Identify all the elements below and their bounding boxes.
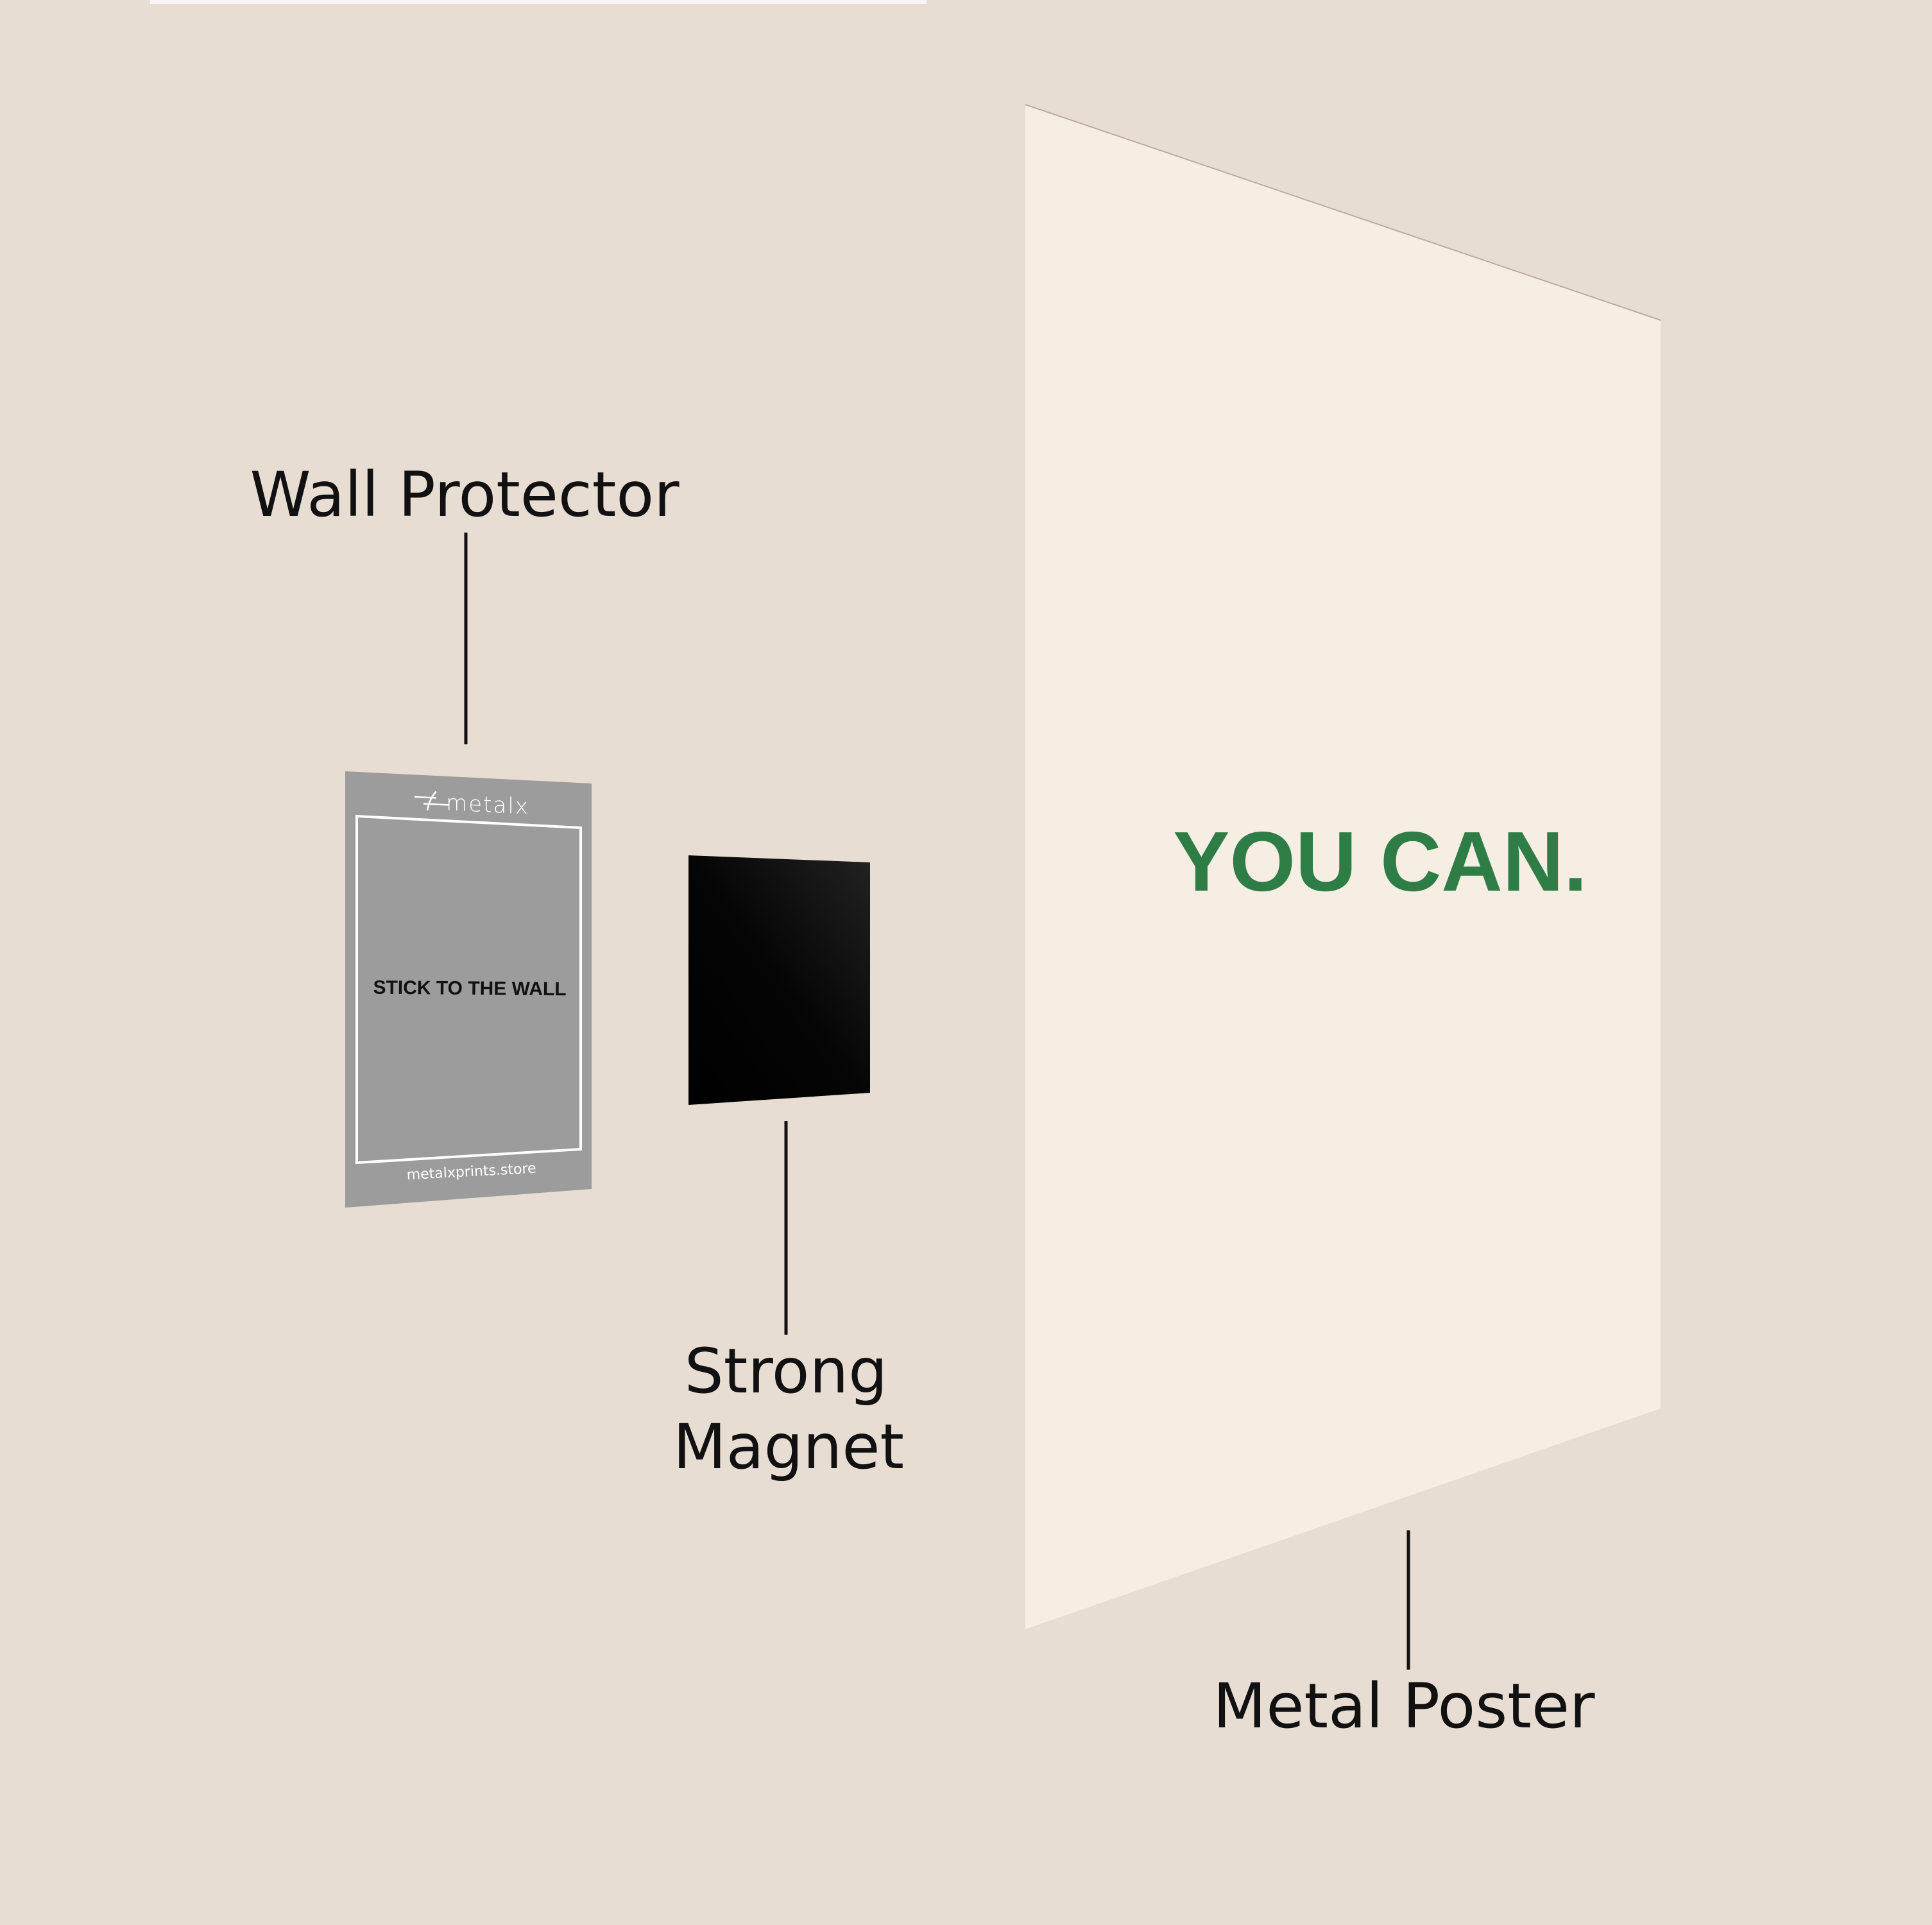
label-wall-protector: Wall Protector [250,459,680,531]
protector-inner-frame [355,814,582,1165]
label-metal-poster: Metal Poster [1213,1670,1595,1742]
stick-to-wall-text: STICK TO THE WALL [373,977,566,1000]
poster-headline: YOU CAN. [1173,814,1587,909]
label-strong-magnet-line1: Strong [685,1335,887,1407]
metalx-logo: metalx [415,790,529,820]
strong-magnet [688,855,870,1105]
logo-text: metalx [446,790,529,819]
label-strong-magnet-line2: Magnet [673,1411,904,1483]
metalx-logo-icon [415,791,449,811]
metal-poster: YOU CAN. [1025,104,1661,1629]
top-white-strip [150,0,927,4]
wall-protector: metalx STICK TO THE WALL metalxprints.st… [345,771,592,1208]
